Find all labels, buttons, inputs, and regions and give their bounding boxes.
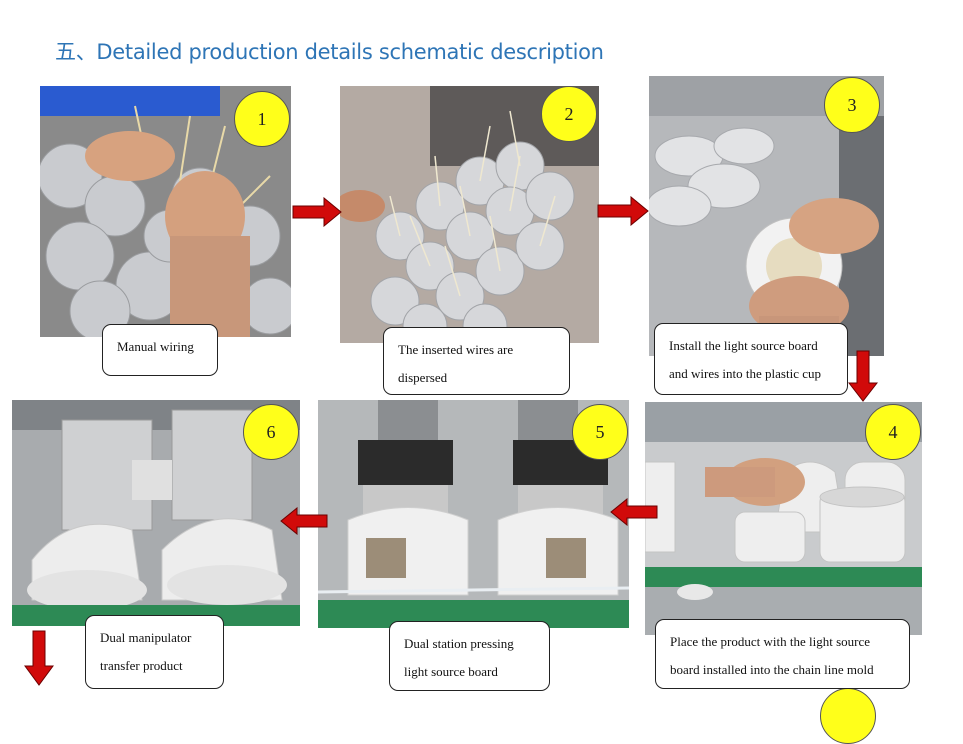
- step-4-photo: [645, 402, 922, 635]
- step-6-caption: Dual manipulator transfer product: [85, 615, 224, 689]
- step-4-number-badge: 4: [865, 404, 921, 460]
- step-5-caption: Dual station pressing light source board: [389, 621, 550, 691]
- arrow-down-icon: [24, 630, 54, 686]
- step-2-caption: The inserted wires are dispersed: [383, 327, 570, 395]
- step-2-number-badge: 2: [541, 86, 597, 142]
- step-3-caption: Install the light source board and wires…: [654, 323, 848, 395]
- step-4-caption: Place the product with the light source …: [655, 619, 910, 689]
- step-1-caption-line: Manual wiring: [117, 339, 194, 354]
- step-1-number-badge: 1: [234, 91, 290, 147]
- step-5-caption-line: light source board: [404, 664, 498, 679]
- arrow-left-icon: [610, 498, 658, 526]
- arrow-down-icon: [848, 350, 878, 402]
- partial-badge: [820, 688, 876, 744]
- step-2-caption-line: The inserted wires are: [398, 342, 514, 357]
- step-6-caption-line: Dual manipulator: [100, 630, 192, 645]
- step-4-caption-line: Place the product with the light source: [670, 634, 871, 649]
- arrow-left-icon: [280, 507, 328, 535]
- step-5-number-badge: 5: [572, 404, 628, 460]
- step-3-number-badge: 3: [824, 77, 880, 133]
- step-6-caption-line: transfer product: [100, 658, 183, 673]
- step-6-number-badge: 6: [243, 404, 299, 460]
- step-3-caption-line: and wires into the plastic cup: [669, 366, 821, 381]
- step-2-caption-line: dispersed: [398, 370, 448, 385]
- arrow-right-icon: [597, 196, 649, 226]
- step-3-caption-line: Install the light source board: [669, 338, 818, 353]
- step-4-caption-line: board installed into the chain line mold: [670, 662, 874, 677]
- page-title: 五、Detailed production details schematic …: [55, 40, 604, 64]
- arrow-right-icon: [292, 197, 342, 227]
- step-1-caption: Manual wiring: [102, 324, 218, 376]
- step-5-caption-line: Dual station pressing: [404, 636, 514, 651]
